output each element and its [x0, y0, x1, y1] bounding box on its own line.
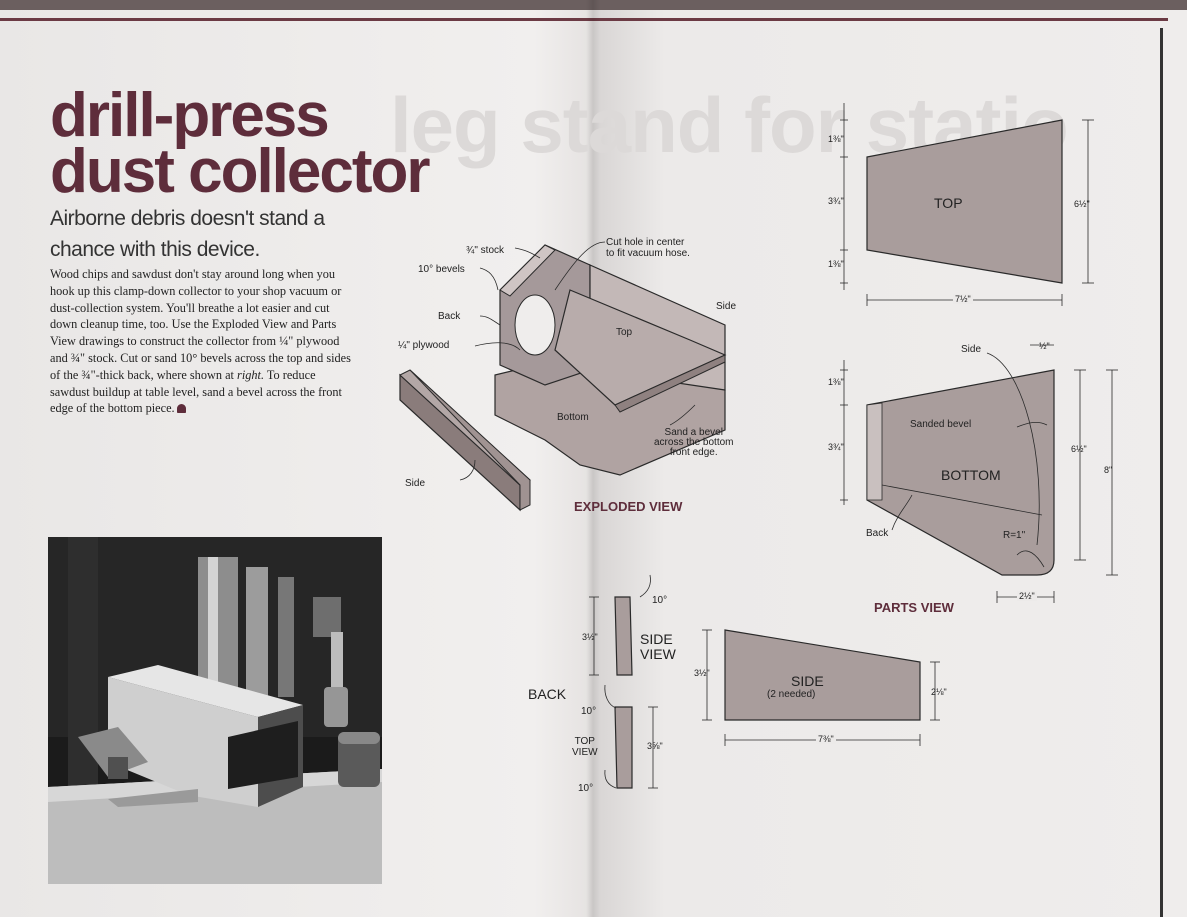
side-view-line-1: SIDE: [640, 631, 673, 647]
side-left-height: 3½": [694, 668, 710, 678]
subtitle: Airborne debris doesn't stand a chance w…: [50, 207, 325, 261]
back-angle-c: 10°: [578, 783, 594, 794]
top-rule: [0, 18, 1168, 21]
drill-press-photo: [48, 537, 382, 884]
cut-hole-line-2: to fit vacuum hose.: [606, 248, 690, 259]
bottom-height-inner: 6½": [1071, 444, 1087, 454]
parts-view-heading: PARTS VIEW: [874, 600, 954, 615]
body-text-part-2: To reduce sawdust buildup at table level…: [50, 367, 342, 416]
exploded-view-drawing: [399, 241, 727, 512]
top-width: 7½": [953, 294, 973, 304]
bottom-height-outer: 8": [1104, 465, 1113, 475]
label-back: Back: [438, 311, 461, 322]
body-text-part-1: Wood chips and sawdust don't stay around…: [50, 267, 351, 382]
bottom-radius: R=1": [1003, 530, 1026, 541]
body-text: Wood chips and sawdust don't stay around…: [50, 266, 358, 417]
page-title: drill-press dust collector: [50, 81, 431, 206]
exploded-view-heading: EXPLODED VIEW: [574, 499, 683, 514]
cut-hole-line-1: Cut hole in center: [606, 237, 685, 248]
top-view-line-1: TOP: [574, 736, 595, 747]
side-width: 7⅜": [816, 734, 836, 744]
top-height: 6½": [1074, 199, 1090, 209]
bottom-sanded-label: Sanded bevel: [910, 419, 972, 430]
label-side-right: Side: [716, 301, 737, 312]
title-line-1: drill-press: [50, 81, 330, 150]
back-dim-side: 3½": [582, 632, 598, 642]
label-plywood: ¼" plywood: [398, 340, 450, 351]
title-line-2: dust collector: [50, 137, 431, 206]
side-part-drawing: [702, 629, 940, 746]
sand-line-2: across the bottom: [654, 437, 734, 448]
sand-line-3: front edge.: [669, 447, 718, 458]
top-part-drawing: [840, 103, 1094, 306]
bottom-dim-upper: 1⅜": [828, 377, 844, 387]
side-sublabel: (2 needed): [767, 689, 816, 700]
top-dim-lower: 1⅜": [828, 259, 844, 269]
label-bottom: Bottom: [557, 412, 589, 423]
label-top: Top: [616, 327, 633, 338]
bottom-side-label: Side: [961, 344, 982, 355]
back-angle-b: 10°: [581, 706, 597, 717]
bottom-dim-top: ½": [1039, 341, 1050, 351]
side-right-height: 2⅛": [931, 687, 947, 697]
top-view-line-2: VIEW: [572, 747, 598, 758]
bottom-corner: 2½": [1017, 591, 1037, 601]
top-dim-upper: 1⅜": [828, 134, 844, 144]
back-dim-top: 3⅝": [647, 741, 663, 751]
label-side-left: Side: [405, 478, 426, 489]
top-border: [0, 0, 1187, 10]
bottom-dim-mid: 3¾": [828, 442, 844, 452]
side-label: SIDE: [791, 673, 824, 689]
back-angle-a: 10°: [652, 595, 668, 606]
side-view-line-2: VIEW: [640, 646, 676, 662]
label-bevels: 10° bevels: [418, 264, 465, 275]
back-label: BACK: [528, 686, 567, 702]
bottom-label: BOTTOM: [941, 467, 1001, 483]
body-text-italic: right.: [237, 367, 265, 382]
label-stock: ¾" stock: [466, 245, 505, 256]
back-piece-drawing: [589, 574, 658, 789]
top-label: TOP: [934, 195, 963, 211]
end-mark-icon: [176, 404, 186, 414]
sand-line-1: Sand a bevel: [664, 427, 723, 438]
bottom-back-label: Back: [866, 528, 889, 539]
right-rule: [1160, 28, 1163, 917]
bottom-part-drawing: [840, 344, 1118, 603]
top-dim-mid: 3¾": [828, 196, 844, 206]
